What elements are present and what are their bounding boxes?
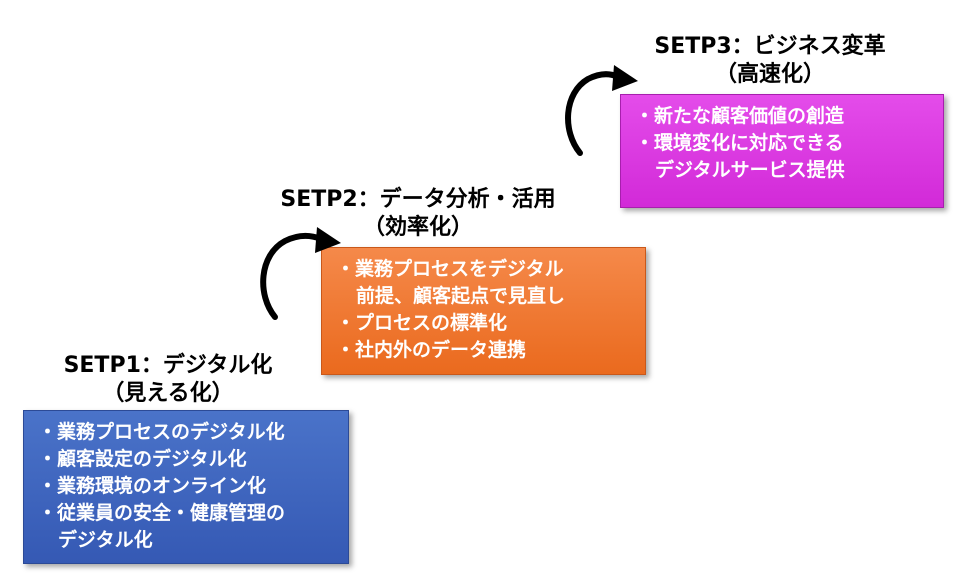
step2-item: ・プロセスの標準化 [336,312,508,334]
step1-box: ・業務プロセスのデジタル化 ・顧客設定のデジタル化 ・業務環境のオンライン化 ・… [23,410,349,564]
step1-item-continuation: デジタル化 [58,529,153,551]
step2-item: ・社内外のデータ連携 [336,339,527,361]
step3-item: ・新たな顧客価値の創造 [635,105,845,127]
step1-item: ・業務プロセスのデジタル化 [38,421,285,443]
step1-item: ・従業員の安全・健康管理の [38,502,286,524]
step3-title: SETP3：ビジネス変革 （高速化） [620,33,920,89]
step2-title-text: SETP2：データ分析・活用 [280,187,556,212]
step3-subtitle-text: （高速化） [714,62,825,87]
curved-arrow-icon [565,65,638,156]
step3-title-text: SETP3：ビジネス変革 [654,34,886,59]
step1-item: ・業務環境のオンライン化 [38,475,267,497]
step2-item-continuation: 前提、顧客起点で見直し [356,285,566,307]
step2-item: ・業務プロセスをデジタル [336,258,564,280]
step1-title: SETP1：デジタル化 （見える化） [38,352,298,408]
curved-arrow-icon [260,227,341,320]
step2-subtitle-text: （効率化） [362,215,473,240]
step3-box: ・新たな顧客価値の創造 ・環境変化に対応できる デジタルサービス提供 [620,94,944,208]
step1-title-text: SETP1：デジタル化 [63,353,273,378]
step3-item: ・環境変化に対応できる [635,132,844,154]
step3-item-continuation: デジタルサービス提供 [655,159,845,181]
step1-subtitle-text: （見える化） [102,381,234,406]
step2-box: ・業務プロセスをデジタル 前提、顧客起点で見直し ・プロセスの標準化 ・社内外の… [321,247,646,375]
step2-title: SETP2：データ分析・活用 （効率化） [248,186,588,242]
step1-item: ・顧客設定のデジタル化 [38,448,247,470]
